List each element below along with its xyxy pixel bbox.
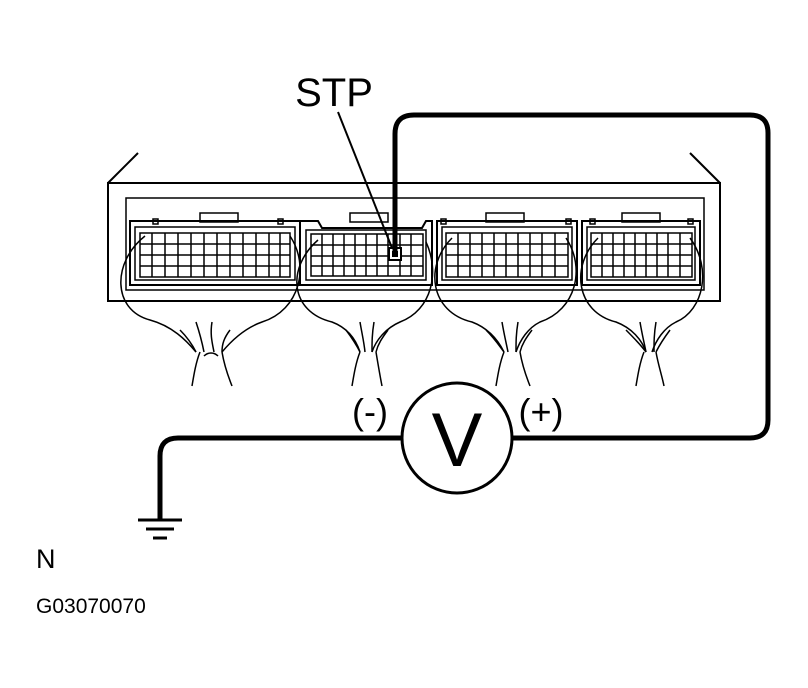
voltmeter-symbol: V (432, 398, 483, 483)
stp-leader-line (337, 111, 393, 249)
voltmeter: V (400, 381, 514, 495)
wire-harness-3 (434, 237, 577, 387)
positive-label: (+) (519, 391, 564, 432)
ecu-connector-3 (436, 212, 578, 286)
figure-code: G03070070 (36, 595, 146, 618)
wire-harness-4 (579, 237, 704, 387)
negative-probe-wire (157, 435, 405, 522)
ground-symbol (138, 518, 182, 540)
wire-harness-2 (296, 239, 434, 387)
ecu-connector-1 (129, 212, 301, 286)
ground-letter: N (36, 544, 56, 574)
positive-probe-wire (392, 112, 771, 441)
ecu-housing (107, 152, 721, 302)
negative-label: (-) (352, 391, 388, 432)
stp-label: STP (295, 71, 373, 115)
wire-harness-1 (120, 235, 301, 387)
ecu-connector-4 (581, 212, 701, 286)
ecu-connector-2 (299, 212, 433, 286)
